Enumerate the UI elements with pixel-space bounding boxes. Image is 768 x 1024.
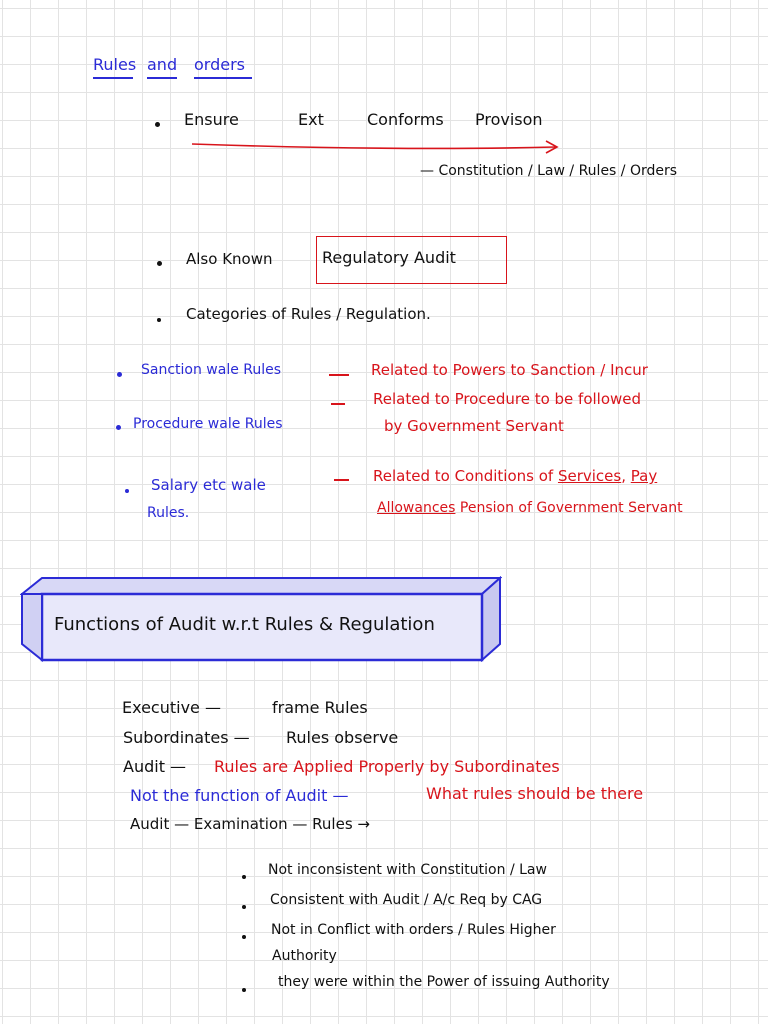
frame-rules-text: frame Rules xyxy=(272,698,368,717)
red-arrow-icon xyxy=(191,140,559,154)
title-underline-2 xyxy=(147,77,177,79)
title-word-rules: Rules xyxy=(93,55,137,74)
category-procedure-desc-2: by Government Servant xyxy=(384,417,564,435)
also-known-text: Also Known xyxy=(186,250,273,268)
rules-observe-text: Rules observe xyxy=(286,728,399,747)
bullet-dot xyxy=(125,489,129,493)
comma: , xyxy=(621,467,631,485)
bullet-dot xyxy=(116,425,121,430)
title-underline-1 xyxy=(93,77,133,79)
subordinates-label: Subordinates — xyxy=(123,728,250,747)
audit-examination-text: Audit — Examination — Rules → xyxy=(130,815,370,833)
heading-box-3d xyxy=(20,576,502,662)
pay-word: Pay xyxy=(630,467,658,485)
categories-heading: Categories of Rules / Regulation. xyxy=(186,305,431,323)
what-rules-text: What rules should be there xyxy=(426,784,644,803)
dash xyxy=(331,403,345,405)
bullet-dot xyxy=(242,905,246,909)
bullet-dot xyxy=(117,372,122,377)
title-underline-3 xyxy=(194,77,252,79)
ensure-word: Ensure xyxy=(184,110,239,129)
exam-point-3-cont: Authority xyxy=(272,948,337,964)
category-sanction-desc: Related to Powers to Sanction / Incur xyxy=(371,361,648,379)
category-procedure-desc-1: Related to Procedure to be followed xyxy=(373,390,642,408)
category-salary-rules-1: Salary etc wale xyxy=(151,476,266,494)
category-salary-desc-2: Allowances Pension of Government Servant xyxy=(377,500,683,517)
desc-text: Related to Conditions of xyxy=(373,467,558,485)
audit-label: Audit — xyxy=(123,757,187,776)
title-word-and: and xyxy=(147,55,178,74)
title-word-orders: orders xyxy=(194,55,245,74)
bullet-dot xyxy=(157,261,162,266)
constitution-line: — Constitution / Law / Rules / Orders xyxy=(420,163,678,179)
category-salary-rules-2: Rules. xyxy=(147,505,190,521)
exam-point-4: they were within the Power of issuing Au… xyxy=(278,974,610,990)
dash xyxy=(334,479,349,481)
bullet-dot xyxy=(242,875,246,879)
executive-label: Executive — xyxy=(122,698,221,717)
regulatory-audit-box xyxy=(316,236,507,284)
category-salary-desc-1: Related to Conditions of Services, Pay xyxy=(373,467,657,485)
exam-point-2: Consistent with Audit / A/c Req by CAG xyxy=(270,892,543,908)
allowances-word: Allowances xyxy=(377,500,456,516)
bullet-dot xyxy=(157,318,161,322)
provision-word: Provison xyxy=(475,110,543,129)
bullet-dot xyxy=(155,122,160,127)
rules-applied-text: Rules are Applied Properly by Subordinat… xyxy=(214,757,560,776)
exam-point-1: Not inconsistent with Constitution / Law xyxy=(268,862,547,878)
heading-box-text: Functions of Audit w.r.t Rules & Regulat… xyxy=(54,614,435,635)
bullet-dot xyxy=(242,988,246,992)
not-function-text: Not the function of Audit — xyxy=(130,786,349,805)
services-word: Services xyxy=(557,467,622,485)
regulatory-audit-text: Regulatory Audit xyxy=(322,248,456,267)
conforms-word: Conforms xyxy=(367,110,444,129)
dash xyxy=(329,374,349,376)
pension-text: Pension of Government Servant xyxy=(455,500,683,516)
exam-point-3: Not in Conflict with orders / Rules High… xyxy=(271,922,556,938)
category-sanction-rules: Sanction wale Rules xyxy=(141,362,282,378)
category-procedure-rules: Procedure wale Rules xyxy=(133,416,283,432)
bullet-dot xyxy=(242,935,246,939)
ext-word: Ext xyxy=(298,110,324,129)
